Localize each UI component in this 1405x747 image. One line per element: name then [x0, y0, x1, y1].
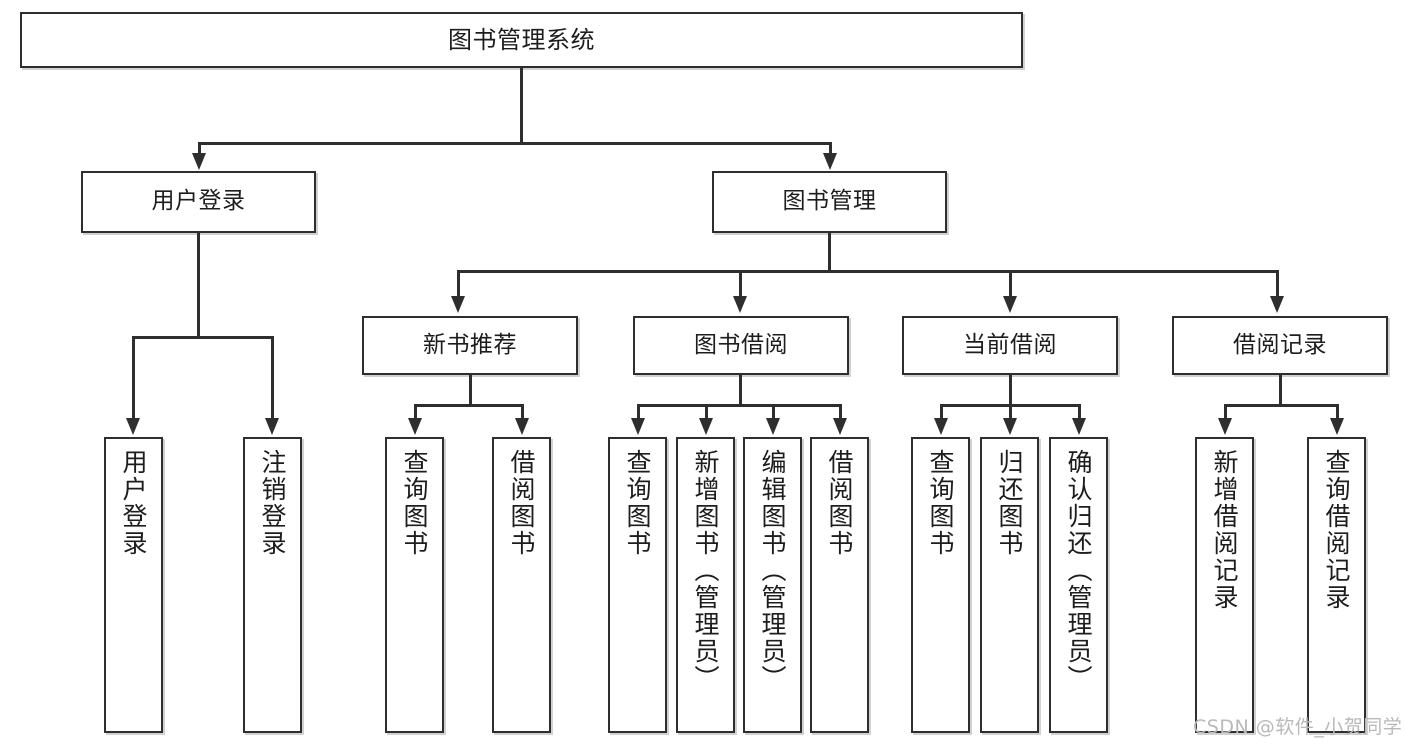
node-label: 查询图书: [400, 449, 429, 557]
leaf-add-book-admin[interactable]: 新增图书（管理员）: [676, 437, 735, 733]
connector-user-login-bus: [132, 336, 272, 339]
node-book-management[interactable]: 图书管理: [712, 171, 947, 233]
connector-borrow-record-drop-1: [1224, 404, 1227, 422]
arrow-down-icon: [823, 153, 837, 170]
node-book-borrow[interactable]: 图书借阅: [633, 316, 849, 375]
arrow-down-icon: [1218, 418, 1232, 435]
node-label: 图书管理系统: [448, 25, 595, 54]
node-new-book-recommend[interactable]: 新书推荐: [362, 316, 578, 375]
node-label: 新增图书（管理员）: [691, 449, 720, 692]
connector-new-book-drop-2: [521, 404, 524, 422]
node-label: 注销登录: [258, 449, 287, 557]
arrow-down-icon: [733, 296, 747, 313]
arrow-down-icon: [515, 418, 529, 435]
arrow-down-icon: [1003, 296, 1017, 313]
connector-new-book-drop-1: [414, 404, 417, 422]
connector-book-mgmt-drop-1: [457, 270, 460, 299]
leaf-return-book[interactable]: 归还图书: [980, 437, 1039, 733]
connector-root-bus: [198, 142, 832, 145]
node-label: 图书借阅: [694, 331, 788, 358]
node-label: 查询图书: [623, 449, 652, 557]
connector-root-stem: [520, 68, 523, 142]
node-label: 查询图书: [926, 449, 955, 557]
node-label: 图书管理: [782, 188, 877, 215]
leaf-borrow-book-new[interactable]: 借阅图书: [492, 437, 551, 733]
node-label: 查询借阅记录: [1322, 449, 1351, 611]
connector-user-login-drop-1: [132, 336, 135, 421]
leaf-edit-book-admin[interactable]: 编辑图书（管理员）: [743, 437, 802, 733]
arrow-down-icon: [1330, 418, 1344, 435]
connector-book-borrow-drop-4: [839, 404, 842, 422]
arrow-down-icon: [699, 418, 713, 435]
leaf-borrow-book[interactable]: 借阅图书: [810, 437, 869, 733]
arrow-down-icon: [1270, 296, 1284, 313]
node-root-book-management-system[interactable]: 图书管理系统: [20, 12, 1023, 68]
node-label: 编辑图书（管理员）: [758, 449, 787, 692]
leaf-query-book-new[interactable]: 查询图书: [385, 437, 444, 733]
connector-new-book-stem: [469, 375, 472, 404]
connector-book-mgmt-drop-3: [1009, 270, 1012, 299]
arrow-down-icon: [631, 418, 645, 435]
connector-book-borrow-drop-1: [637, 404, 640, 422]
leaf-query-book-current[interactable]: 查询图书: [911, 437, 970, 733]
arrow-down-icon: [766, 418, 780, 435]
arrow-down-icon: [833, 418, 847, 435]
connector-book-mgmt-stem: [828, 233, 831, 270]
node-label: 确认归还（管理员）: [1064, 449, 1093, 692]
node-label: 当前借阅: [963, 331, 1057, 358]
node-label: 新增借阅记录: [1210, 449, 1239, 611]
node-label: 用户登录: [119, 449, 148, 557]
arrow-down-icon: [1003, 418, 1017, 435]
connector-user-login-stem: [197, 233, 200, 336]
connector-book-mgmt-bus: [457, 270, 1278, 273]
node-label: 新书推荐: [423, 331, 517, 358]
connector-book-borrow-stem: [739, 375, 742, 404]
node-borrow-record[interactable]: 借阅记录: [1172, 316, 1388, 375]
leaf-user-login[interactable]: 用户登录: [104, 437, 163, 733]
node-current-borrow[interactable]: 当前借阅: [902, 316, 1118, 375]
connector-user-login-drop-2: [271, 336, 274, 421]
leaf-query-book[interactable]: 查询图书: [608, 437, 667, 733]
arrow-down-icon: [934, 418, 948, 435]
node-label: 借阅图书: [825, 449, 854, 557]
arrow-down-icon: [265, 418, 279, 435]
arrow-down-icon: [126, 418, 140, 435]
connector-current-borrow-stem: [1009, 375, 1012, 404]
leaf-confirm-return-admin[interactable]: 确认归还（管理员）: [1049, 437, 1108, 733]
node-label: 借阅图书: [507, 449, 536, 557]
arrow-down-icon: [408, 418, 422, 435]
connector-book-borrow-bus: [637, 404, 841, 407]
connector-book-borrow-drop-2: [705, 404, 708, 422]
arrow-down-icon: [451, 296, 465, 313]
node-user-login[interactable]: 用户登录: [81, 171, 316, 233]
node-label: 归还图书: [995, 449, 1024, 557]
node-label: 借阅记录: [1233, 331, 1327, 358]
connector-current-borrow-drop-2: [1009, 404, 1012, 422]
connector-borrow-record-stem: [1279, 375, 1282, 404]
leaf-add-borrow-record[interactable]: 新增借阅记录: [1195, 437, 1254, 733]
connector-book-mgmt-drop-2: [739, 270, 742, 299]
connector-root-drop-1: [198, 142, 201, 156]
connector-book-borrow-drop-3: [772, 404, 775, 422]
arrow-down-icon: [192, 153, 206, 170]
leaf-query-borrow-record[interactable]: 查询借阅记录: [1307, 437, 1366, 733]
node-label: 用户登录: [151, 188, 246, 215]
connector-root-drop-2: [829, 142, 832, 156]
arrow-down-icon: [1072, 418, 1086, 435]
connector-new-book-bus: [414, 404, 524, 407]
connector-borrow-record-bus: [1224, 404, 1338, 407]
leaf-logout[interactable]: 注销登录: [243, 437, 302, 733]
connector-current-borrow-drop-3: [1078, 404, 1081, 422]
connector-book-mgmt-drop-4: [1276, 270, 1279, 299]
watermark-text: CSDN @软件_小贺同学: [1193, 716, 1403, 738]
connector-borrow-record-drop-2: [1336, 404, 1339, 422]
connector-current-borrow-drop-1: [940, 404, 943, 422]
